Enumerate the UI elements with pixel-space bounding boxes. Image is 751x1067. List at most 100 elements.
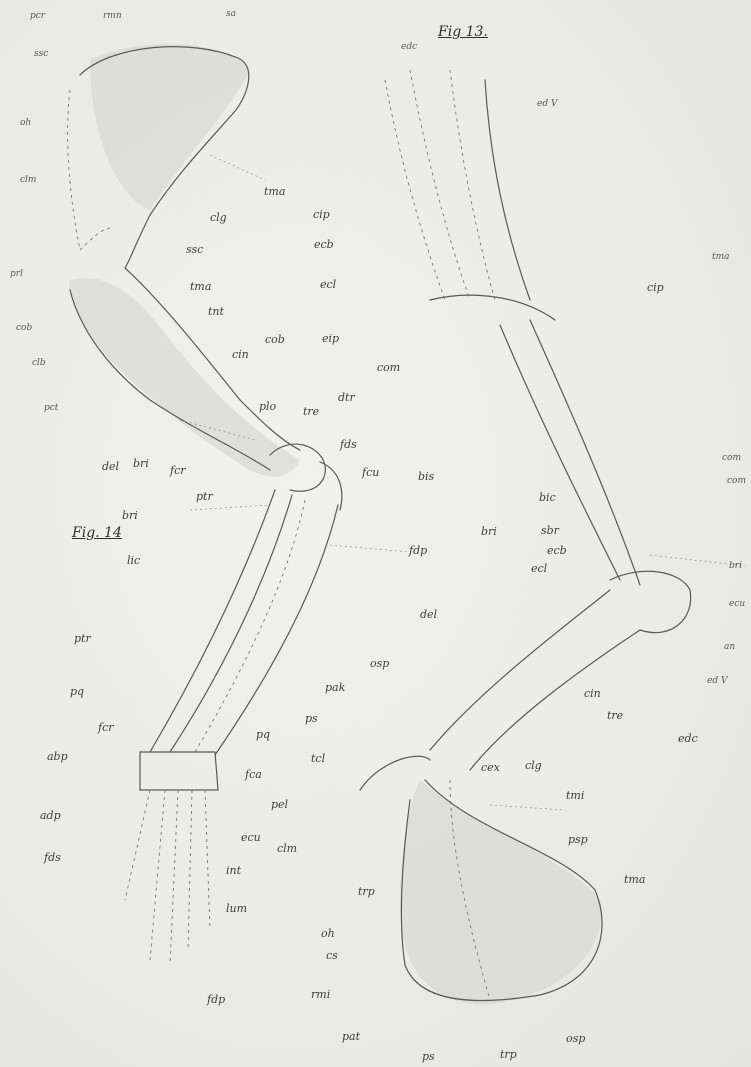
label-fca: fca: [245, 769, 262, 780]
ulna-inner: [195, 500, 305, 752]
leader-fdp: [330, 545, 410, 552]
label-adp: adp: [40, 810, 61, 821]
fig13-digit-a: [385, 80, 445, 300]
label-lum: lum: [226, 903, 247, 914]
digits: [125, 790, 210, 965]
label-tmi: tmi: [566, 790, 584, 801]
label-edc-b: edc: [678, 733, 698, 744]
figure-13-title: Fig 13.: [438, 24, 488, 40]
label-cex: cex: [481, 762, 500, 773]
label-plo: plo: [259, 401, 276, 412]
fig13-elbow: [610, 571, 691, 632]
label-ps-b: ps: [422, 1051, 435, 1062]
fig13-scapula-shading: [400, 780, 601, 1005]
label-fds-b: fds: [44, 852, 61, 863]
label-tre-a: tre: [303, 406, 319, 417]
label-edc-a: edc: [401, 43, 417, 52]
label-pq-a: pq: [70, 686, 84, 697]
label-an: an: [724, 643, 735, 652]
label-cs: cs: [326, 950, 338, 961]
label-cip-b: cip: [647, 282, 664, 293]
label-com-a: com: [377, 362, 400, 373]
label-ecu-a: ecu: [241, 832, 261, 843]
scapula-shading: [90, 44, 250, 210]
label-ecu-b: ecu: [729, 600, 745, 609]
label-prl: prl: [10, 270, 23, 279]
label-tma-a: tma: [264, 186, 285, 197]
label-trp-a: trp: [358, 886, 375, 897]
fig13-digit-b: [410, 70, 470, 300]
label-clm-left: clm: [20, 176, 36, 185]
label-tre-b: tre: [607, 710, 623, 721]
carpus: [140, 752, 218, 790]
label-pcr: pcr: [30, 12, 45, 21]
label-fcu: fcu: [362, 467, 379, 478]
label-clb: clb: [32, 359, 46, 368]
label-ed5-b: ed V: [707, 677, 727, 686]
leader-tma: [210, 155, 265, 180]
label-com-c: com: [727, 477, 746, 486]
fig13-digit-d: [485, 80, 530, 300]
label-abp: abp: [47, 751, 68, 762]
label-del-a: del: [102, 461, 119, 472]
label-ed5-a: ed V: [537, 100, 557, 109]
label-clm-b: clm: [277, 843, 297, 854]
label-cip-a: cip: [313, 209, 330, 220]
label-clg-b: clg: [525, 760, 542, 771]
label-ps-a: ps: [305, 713, 318, 724]
label-trp-b: trp: [500, 1049, 517, 1060]
label-cin-b: cin: [584, 688, 601, 699]
label-ptr-b: ptr: [74, 633, 91, 644]
label-ecl-b: ecl: [531, 563, 547, 574]
label-sbr: sbr: [541, 525, 559, 536]
radius-inner: [170, 495, 292, 752]
label-eip: eip: [322, 333, 339, 344]
label-pat: pat: [342, 1031, 360, 1042]
label-ssc-mid: ssc: [186, 244, 203, 255]
label-fds: fds: [340, 439, 357, 450]
label-ecb-a: ecb: [314, 239, 334, 250]
label-fdp-a: fdp: [409, 545, 427, 556]
label-bic: bic: [539, 492, 556, 503]
leader-tmi: [490, 805, 565, 810]
label-sa: sa: [226, 10, 236, 19]
label-pq-b: pq: [256, 729, 270, 740]
label-com-b: com: [722, 454, 741, 463]
olecranon: [320, 462, 342, 510]
label-tcl: tcl: [311, 753, 325, 764]
fig13-radius: [500, 325, 620, 580]
label-int: int: [226, 865, 241, 876]
label-ecb-b: ecb: [547, 545, 567, 556]
fig13-carpus: [430, 295, 555, 320]
label-fcr-a: fcr: [170, 465, 186, 476]
label-lic: lic: [127, 555, 140, 566]
fig13-humerus-lower: [470, 630, 640, 770]
label-tma-d: tma: [624, 874, 645, 885]
label-bri-c: bri: [481, 526, 497, 537]
label-tnt: tnt: [208, 306, 224, 317]
label-pct: pct: [44, 404, 58, 413]
label-rmn: rmn: [103, 12, 122, 21]
label-ecl-a: ecl: [320, 279, 336, 290]
label-del-b: del: [420, 609, 437, 620]
label-dtr: dtr: [338, 392, 355, 403]
label-pak: pak: [325, 682, 345, 693]
leader-bri: [190, 505, 270, 510]
label-bri-d: bri: [729, 562, 742, 571]
label-tma-c: tma: [712, 253, 730, 262]
label-cob-mid: cob: [265, 334, 285, 345]
label-pel: pel: [271, 799, 288, 810]
figure-14-title: Fig. 14: [72, 525, 122, 541]
scapula-neck: [125, 215, 150, 268]
label-tma-b: tma: [190, 281, 211, 292]
label-oh-top: oh: [20, 119, 31, 128]
label-bri-b: bri: [122, 510, 138, 521]
fig13-digit-c: [450, 70, 495, 300]
label-clg-top: clg: [210, 212, 227, 223]
label-osp-a: osp: [370, 658, 389, 669]
label-psp: psp: [568, 834, 588, 845]
label-oh-b: oh: [321, 928, 335, 939]
label-fcr-b: fcr: [98, 722, 114, 733]
label-bis: bis: [418, 471, 434, 482]
